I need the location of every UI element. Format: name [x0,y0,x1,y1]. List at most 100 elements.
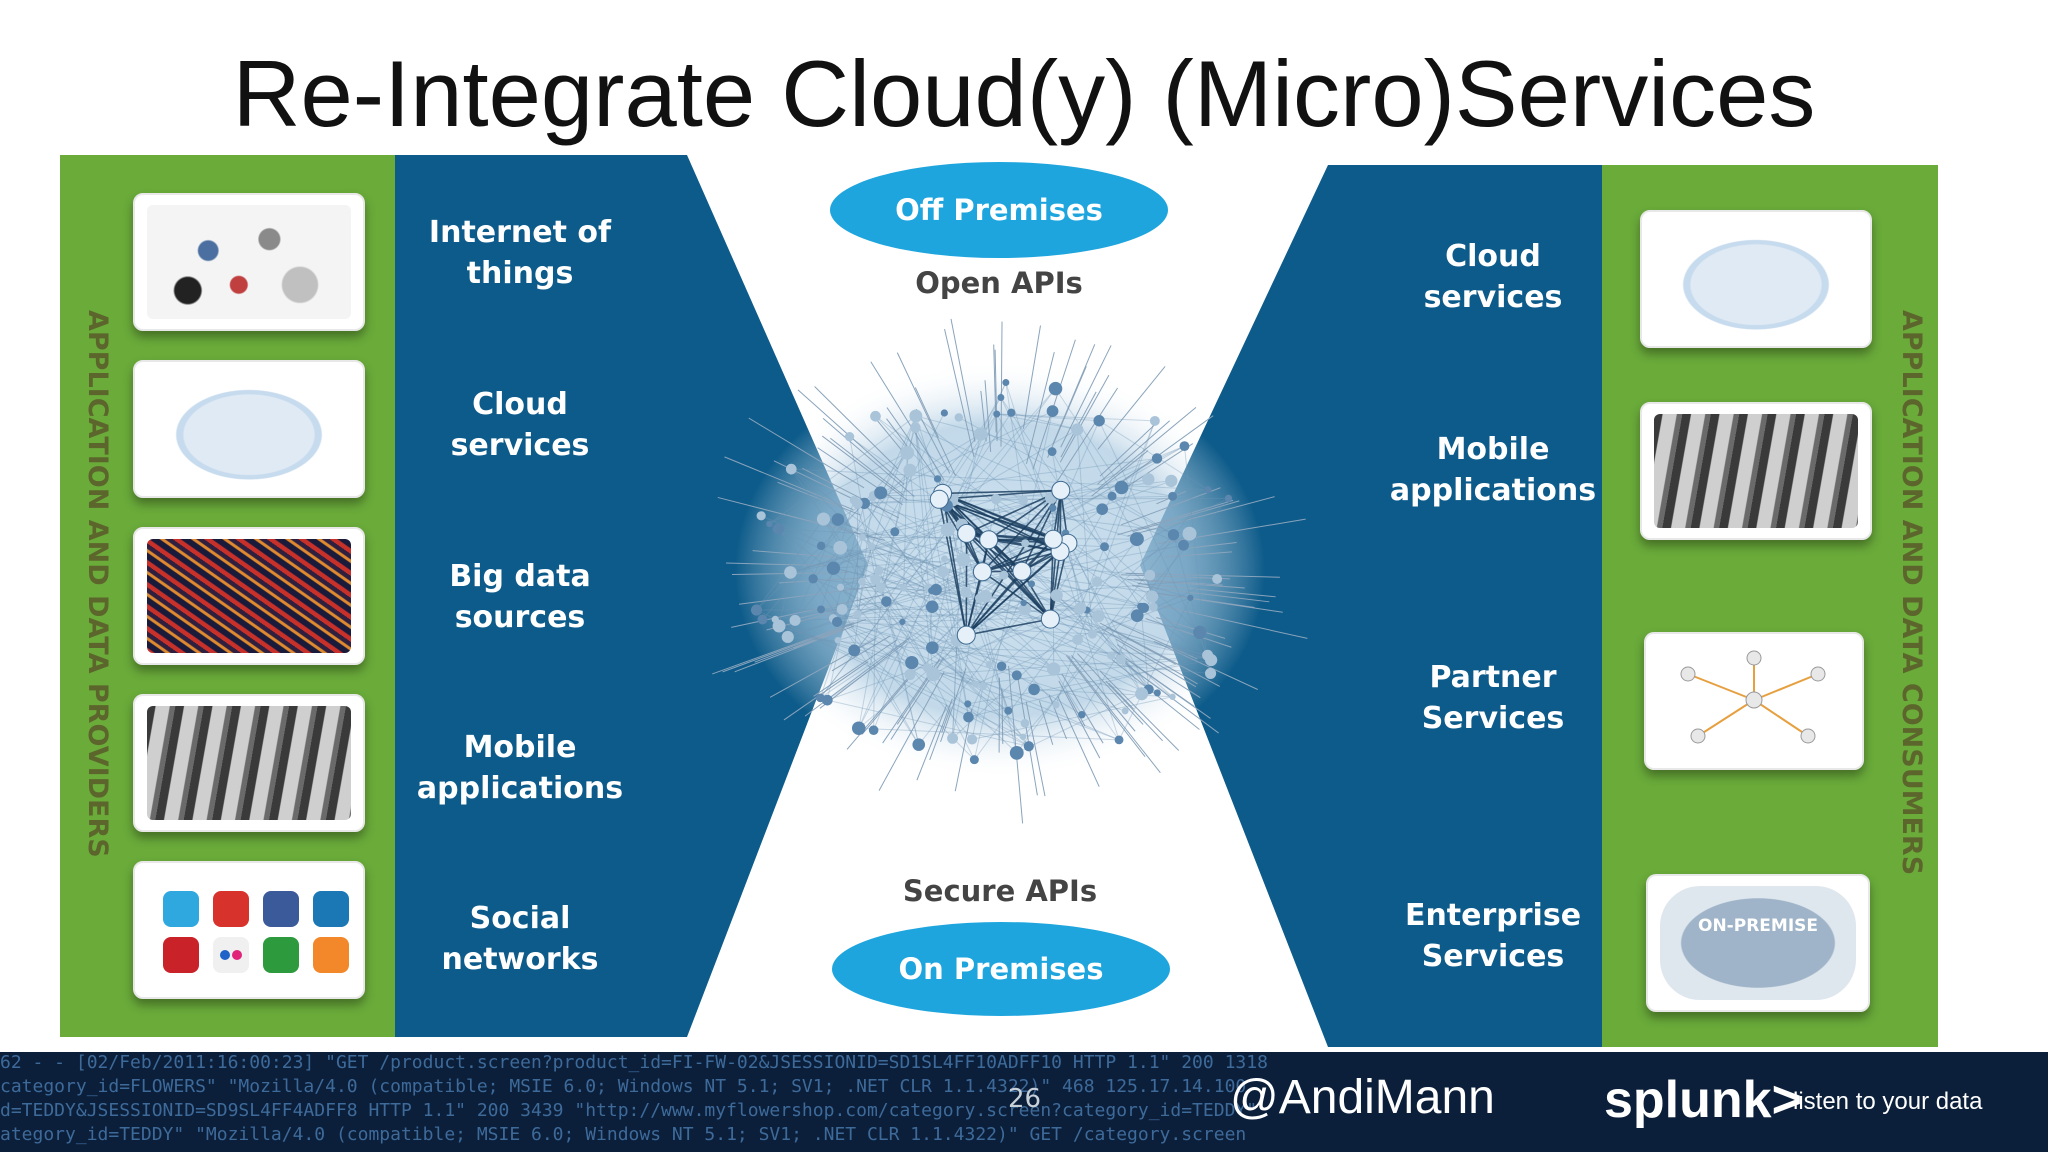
graph-edge [915,408,951,474]
graph-edge [1117,499,1234,536]
graph-node [900,445,915,460]
graph-edge [1164,551,1232,558]
mobile-wall-image [133,694,365,832]
pinterest-icon [163,937,199,973]
graph-node [890,527,900,537]
graph-node [1179,441,1190,452]
graph-edge [862,415,917,538]
graph-edge [1060,345,1112,448]
graph-node [857,577,866,586]
graph-edge [752,550,836,558]
graph-edge [1000,397,1142,607]
graph-edge [914,427,930,589]
right-blue-panel [1140,165,1602,1047]
graph-edge [836,412,945,623]
graph-node [985,661,993,668]
graph-hub-node [1043,529,1063,549]
graph-edge [929,698,953,761]
graph-edge [1024,608,1120,741]
graph-edge [837,519,1112,656]
graph-edge [1111,495,1174,536]
graph-edge [717,496,885,541]
graph-edge [791,607,842,621]
graph-edge [965,538,1054,636]
graph-node [1193,625,1207,640]
graph-edge [833,618,1030,747]
graph-node [1114,480,1129,495]
graph-edge [880,452,908,494]
graph-edge [975,656,1207,685]
log-line: d=TEDDY&JSESSIONID=SD9SL4FF4ADFF8 HTTP 1… [0,1100,1258,1121]
graph-edge [790,489,1208,573]
graph-edge [931,433,982,648]
graph-edge [861,672,915,735]
graph-edge [748,417,865,489]
graph-node [1009,745,1024,760]
graph-node [912,738,926,751]
graph-edge [896,676,930,725]
graph-edge [819,388,1056,699]
graph-node [947,732,959,744]
graph-edge [722,618,867,673]
graph-node [832,616,843,627]
open-apis-label: Open APIs [915,266,1083,300]
graph-node [833,540,848,555]
graph-edge [944,328,975,457]
graph-edge [822,418,915,497]
graph-edge [931,574,1005,648]
splunk-logo: splunk> [1604,1071,1802,1129]
graph-edge [1005,382,1024,501]
graph-hub-node [1040,609,1060,629]
graph-node [875,582,886,593]
graph-edge [979,597,1055,670]
graph-edge [1091,450,1149,497]
on-premise-image: ON-PREMISE [1646,874,1870,1012]
graph-edge [871,545,932,592]
graph-edge [1065,690,1086,727]
graph-node [1046,662,1061,676]
graph-node [1018,602,1032,616]
graph-edge [941,708,951,733]
graph-edge [979,578,1218,599]
graph-edge [712,622,855,675]
graph-node [1204,667,1217,679]
graph-edge [775,618,1030,747]
graph-node [905,655,919,670]
graph-node [772,523,784,535]
graph-edge [1086,609,1207,658]
graph-edge [952,534,1174,739]
graph-node [1149,415,1160,426]
graph-edge [1068,656,1161,773]
graph-edge [902,615,1099,623]
graph-node [1046,405,1059,418]
graph-node [836,583,845,591]
graph-node [836,603,848,615]
graph-edge [804,638,909,717]
graph-node [851,721,866,735]
graph-node [1169,693,1176,700]
graph-edge [790,529,948,573]
graph-edge [1008,665,1024,824]
graph-edge [1097,366,1166,450]
graph-edge [833,617,1126,712]
graph-edge [862,478,1149,538]
graph-node [1144,569,1156,581]
log-line: category_id=FLOWERS" "Mozilla/4.0 (compa… [0,1076,1247,1097]
graph-edge [778,625,855,651]
graph-edge [1016,688,1149,754]
graph-edge [1038,700,1054,745]
graph-edge [857,495,1173,505]
graph-node [950,494,959,503]
flickr-icon [213,937,249,973]
graph-edge [958,417,1174,536]
graph-node [909,409,923,423]
graph-edge [932,673,1018,754]
graph-edge [754,628,843,663]
graph-edge [837,607,1081,623]
graph-edge [931,595,986,648]
graph-edge [1118,415,1214,485]
log-line: ategory_id=TEDDY" "Mozilla/4.0 (compatib… [0,1124,1247,1145]
